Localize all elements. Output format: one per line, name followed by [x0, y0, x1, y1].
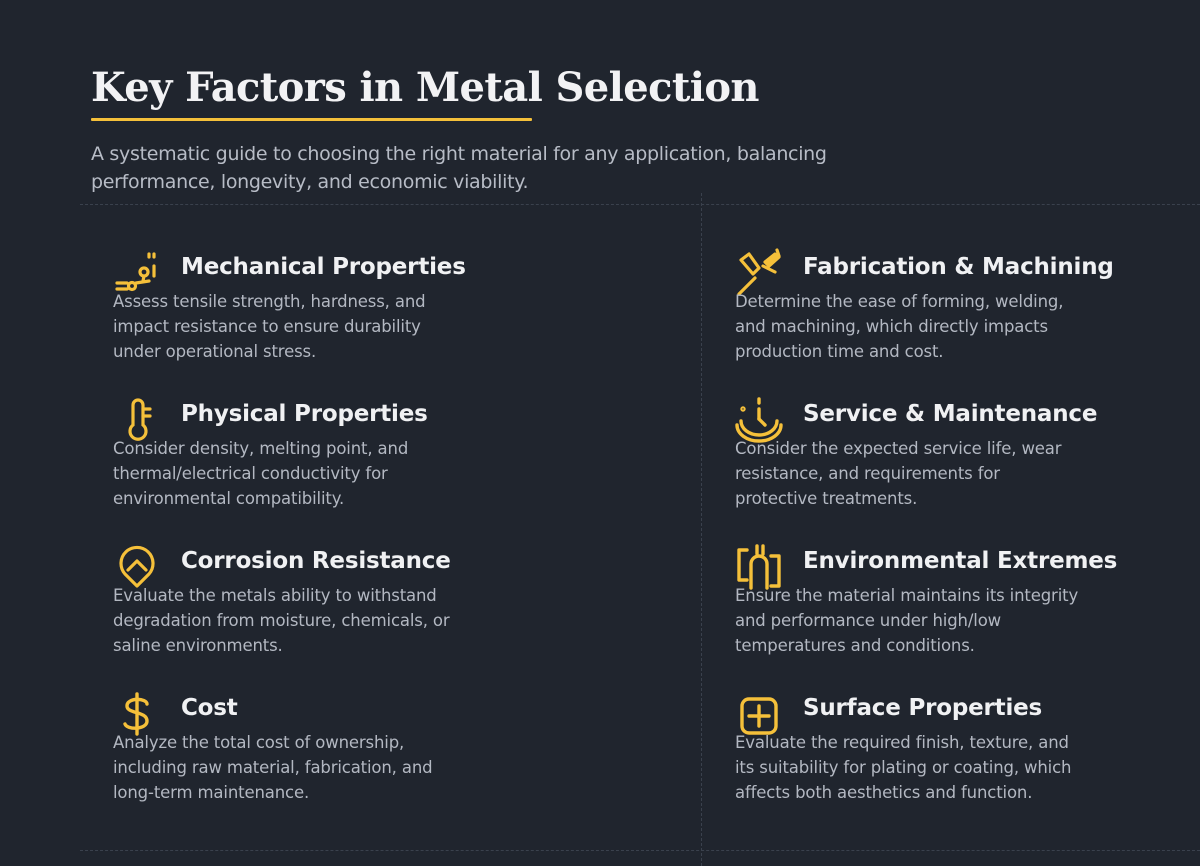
factor-description: Assess tensile strength, hardness, and i… [113, 292, 426, 361]
welding-tool-icon [735, 248, 783, 296]
factor-description: Determine the ease of forming, welding, … [735, 292, 1064, 361]
divider-vertical [701, 193, 702, 866]
factor-description: Evaluate the metals ability to withstand… [113, 586, 450, 655]
title-underline [91, 118, 532, 121]
dollar-icon [113, 689, 161, 737]
page-subtitle: A systematic guide to choosing the right… [91, 143, 827, 193]
shield-drop-icon [113, 542, 161, 590]
factor-description: Ensure the material maintains its integr… [735, 586, 1079, 655]
factor-description: Consider the expected service life, wear… [735, 439, 1062, 508]
factor-title: Mechanical Properties [181, 254, 466, 280]
divider-bottom [80, 850, 1200, 851]
factor-title: Corrosion Resistance [181, 548, 451, 574]
thermometer-icon [113, 395, 161, 443]
divider-top [80, 204, 1200, 205]
factor-title: Surface Properties [803, 695, 1043, 721]
factor-description: Evaluate the required finish, texture, a… [735, 733, 1072, 802]
factor-title: Physical Properties [181, 401, 428, 427]
factor-title: Fabrication & Machining [803, 254, 1114, 280]
plus-square-icon [735, 689, 783, 737]
factor-description: Analyze the total cost of ownership, inc… [113, 733, 433, 802]
factor-title: Service & Maintenance [803, 401, 1098, 427]
factor-title: Environmental Extremes [803, 548, 1118, 574]
page-title: Key Factors in Metal Selection [91, 64, 759, 111]
factor-title: Cost [181, 695, 238, 721]
factor-description: Consider density, melting point, and the… [113, 439, 409, 508]
service-gauge-icon [735, 395, 783, 443]
sliders-gauge-icon [113, 248, 161, 296]
pipes-icon [735, 542, 783, 590]
